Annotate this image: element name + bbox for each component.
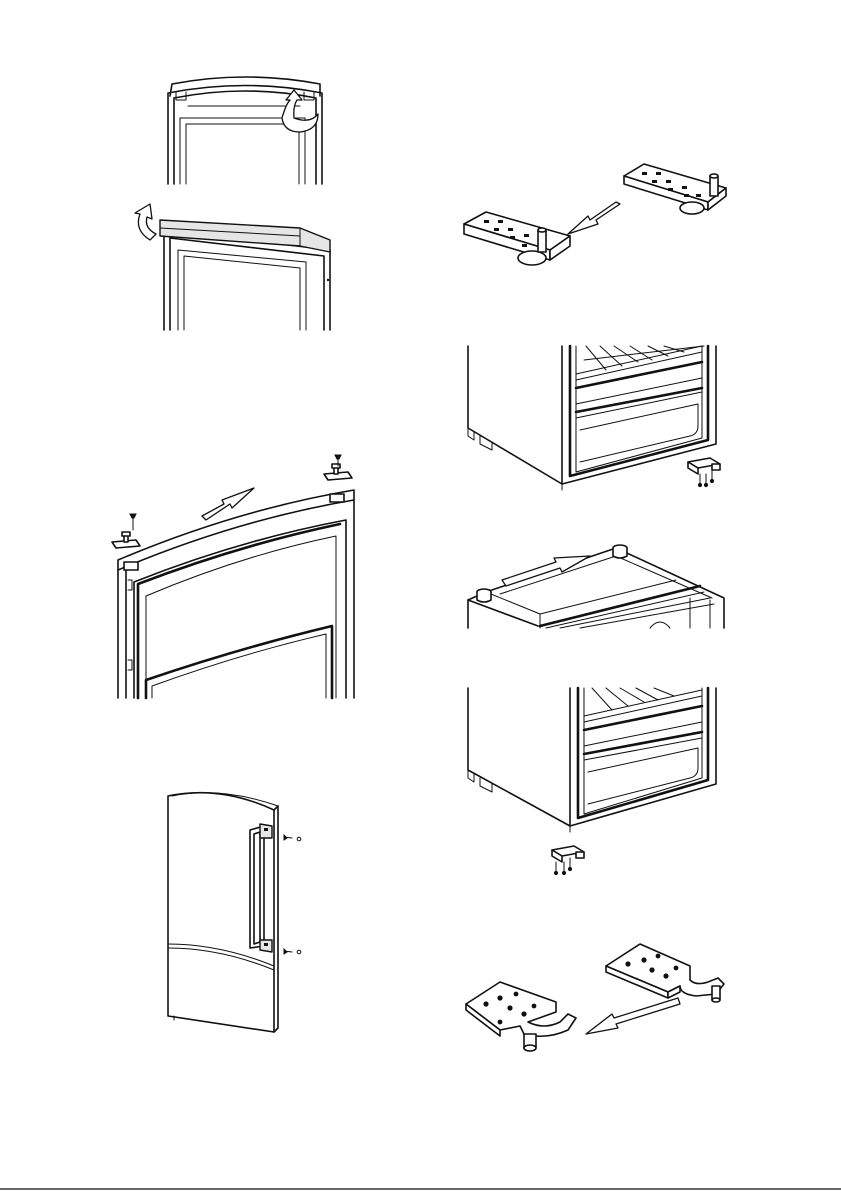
lower-hinge-bracket [688, 458, 720, 474]
screw-hole [297, 950, 301, 954]
hinge-plate-upper [624, 164, 726, 214]
straight-arrow-icon [502, 556, 590, 586]
screw-icon [554, 858, 571, 875]
lower-hinge-bracket [552, 846, 584, 862]
figure-top-cover-tilt [168, 77, 322, 184]
screw-icon [698, 470, 713, 487]
figure-top-cover-lift-off [135, 204, 330, 330]
hinge-plate-lower [464, 212, 570, 265]
straight-arrow-icon [568, 202, 620, 234]
figure-hinge-bracket-swap [466, 944, 724, 1051]
straight-arrow-icon [586, 998, 680, 1034]
screw-icon [284, 949, 292, 954]
hinge-bracket-left [466, 982, 576, 1051]
screw-icon [130, 514, 136, 530]
figure-cabinet-feet-move [468, 545, 724, 628]
curved-rotation-arrow-icon [135, 204, 156, 240]
curved-rotation-arrow-icon [282, 90, 318, 132]
figure-hinge-pins [464, 164, 726, 265]
door-handle [250, 824, 272, 952]
figure-lower-hinge-remove [468, 346, 720, 490]
figure-door-handle-move [168, 793, 301, 1032]
hinge-plate-left [112, 532, 140, 548]
figure-lower-hinge-refit [468, 688, 716, 875]
hinge-bracket-right [606, 944, 724, 1002]
screw-hole [297, 837, 301, 841]
figure-upper-hinge-move [112, 455, 354, 698]
screw-icon [284, 835, 292, 840]
